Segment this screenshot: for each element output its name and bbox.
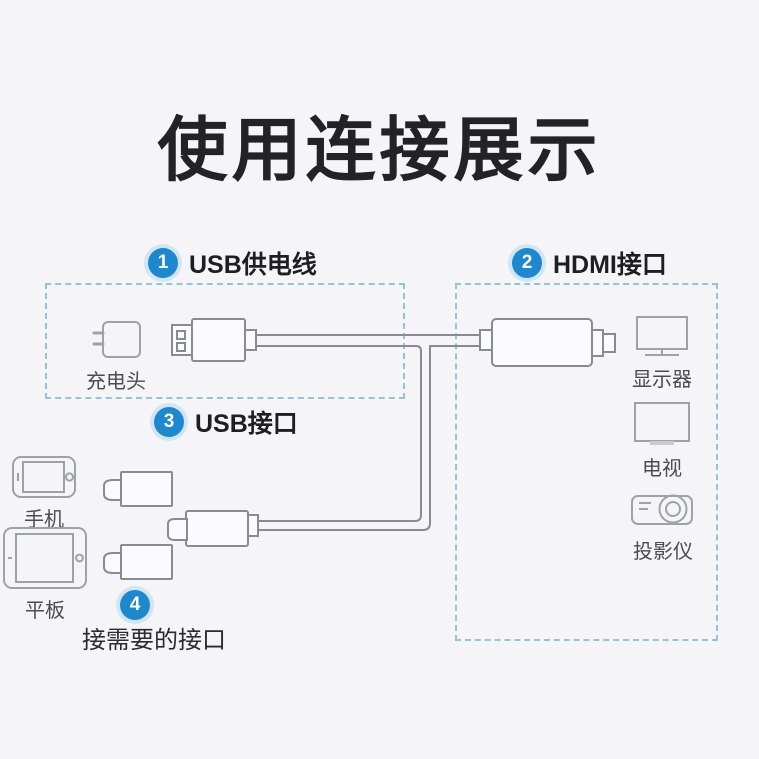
tv-icon [634, 402, 690, 445]
projector-label: 投影仪 [633, 541, 693, 563]
adapter-tip-1 [103, 471, 173, 507]
device-projector: 投影仪 [631, 484, 695, 564]
step-1-label: USB供电线 [189, 251, 317, 279]
tablet-icon [3, 527, 87, 589]
phone-icon [12, 456, 76, 498]
step-2-badge: 2 [512, 248, 542, 278]
step-2-label: HDMI接口 [553, 251, 667, 279]
charger-icon [92, 321, 141, 358]
device-phone: 手机 [8, 456, 80, 532]
tablet-label: 平板 [25, 600, 65, 622]
page-title: 使用连接展示 [157, 111, 602, 189]
device-tablet: 平板 [2, 527, 88, 623]
charger-label: 充电头 [86, 371, 146, 393]
device-monitor: 显示器 [630, 316, 694, 392]
monitor-icon [636, 316, 688, 356]
tv-label: 电视 [642, 458, 682, 480]
step-3: 3 USB接口 [154, 404, 298, 440]
device-tv: 电视 [633, 402, 691, 481]
usb-power-section-box [45, 283, 405, 399]
step-1: 1 USB供电线 [148, 245, 317, 281]
monitor-label: 显示器 [632, 369, 692, 391]
step-4-badge: 4 [120, 590, 150, 620]
device-charger: 充电头 [80, 320, 152, 394]
projector-icon [631, 494, 693, 525]
adapter-tip-2 [103, 544, 173, 580]
step-3-badge: 3 [154, 407, 184, 437]
step-1-badge: 1 [148, 248, 178, 278]
step-4-label: 接需要的接口 [82, 627, 226, 654]
usb-plug-connector [167, 510, 259, 547]
phone-label: 手机 [24, 509, 64, 531]
step-3-label: USB接口 [195, 410, 298, 438]
step-2: 2 HDMI接口 [512, 245, 667, 281]
